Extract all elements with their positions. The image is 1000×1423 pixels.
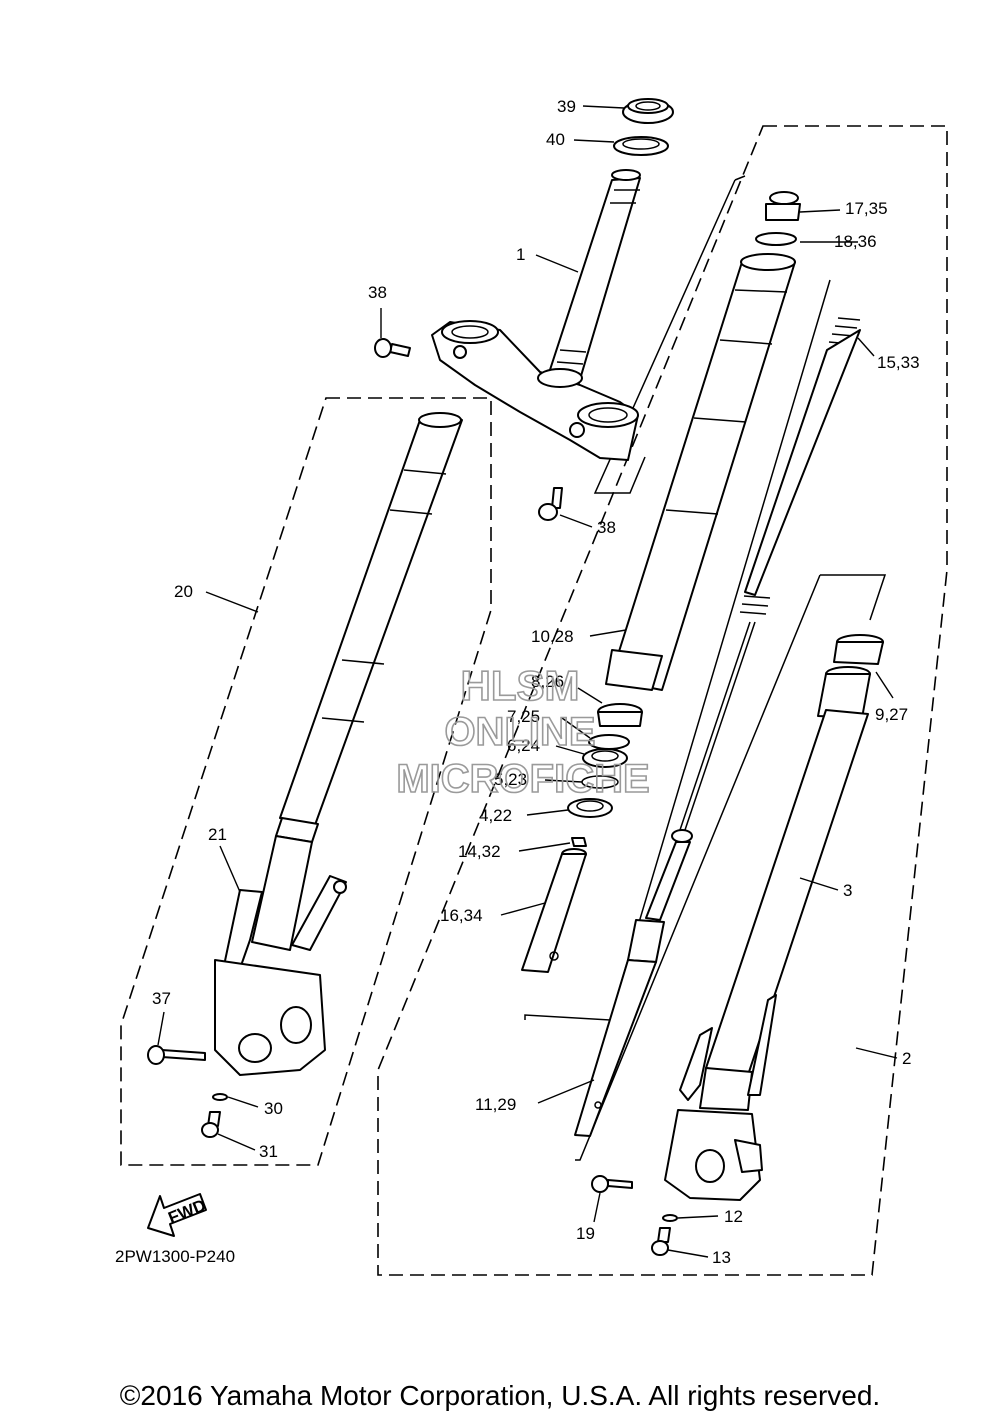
label-20: 20 (174, 582, 193, 601)
label-15-33: 15,33 (877, 353, 920, 372)
bolt-13 (651, 1227, 671, 1256)
dust-seal-4-22 (567, 798, 613, 818)
under-bracket (431, 320, 639, 461)
spring-15-33 (739, 317, 861, 615)
group-outline-right-fork (377, 125, 948, 1276)
oil-seal-6-24 (582, 748, 628, 768)
label-16-34: 16,34 (440, 906, 483, 925)
o-ring-18-36 (755, 232, 797, 246)
fwd-label: FWD (166, 1196, 209, 1228)
label-21: 21 (208, 825, 227, 844)
inner-tube-10-28 (605, 253, 796, 691)
label-40: 40 (546, 130, 565, 149)
nut-14-32 (571, 837, 587, 847)
group-outline-left-fork (120, 397, 492, 1166)
label-18-36: 18,36 (834, 232, 877, 251)
bolt-38-top (374, 338, 411, 358)
inner-tube-outline (593, 175, 746, 494)
label-3: 3 (843, 881, 852, 900)
label-5-23: 5,23 (494, 770, 527, 789)
cap-bolt-17-35 (765, 191, 801, 221)
label-19: 19 (576, 1224, 595, 1243)
label-17-35: 17,35 (845, 199, 888, 218)
copyright-notice: ©2016 Yamaha Motor Corporation, U.S.A. A… (119, 1380, 881, 1411)
outer-tube-group-outline (575, 574, 887, 1161)
leader-lines (157, 105, 898, 1258)
washer-30 (212, 1093, 228, 1101)
label-31: 31 (259, 1142, 278, 1161)
label-38-top: 38 (368, 283, 387, 302)
label-8-26: 8,26 (531, 672, 564, 691)
bearing-39 (622, 98, 674, 124)
watermark-line-2: ONLINE (444, 710, 595, 754)
label-11-29: 11,29 (475, 1095, 516, 1114)
label-7-25: 7,25 (507, 707, 540, 726)
outer-tube-3 (664, 709, 869, 1201)
fwd-arrow-icon: FWD (147, 1193, 209, 1237)
label-6-24: 6,24 (507, 736, 540, 755)
label-38-lower: 38 (597, 518, 616, 537)
diagram-code: 2PW1300-P240 (115, 1247, 235, 1266)
label-2: 2 (902, 1049, 911, 1068)
bolt-38-lower (538, 487, 563, 521)
label-14-32: 14,32 (458, 842, 501, 861)
bushing-9-27 (817, 634, 884, 719)
left-fork-assembly-20 (214, 412, 463, 1076)
bolt-31 (201, 1111, 221, 1138)
washer-12 (662, 1214, 678, 1222)
bolt-19 (591, 1175, 633, 1193)
label-9-27: 9,27 (875, 705, 908, 724)
seal-40 (613, 136, 669, 156)
label-10-28: 10,28 (531, 627, 574, 646)
steering-stem-1 (545, 169, 641, 387)
label-30: 30 (264, 1099, 283, 1118)
bolt-37 (147, 1045, 206, 1065)
watermark-line-1: HLSM (461, 662, 580, 709)
damper-group-outline (524, 279, 831, 1021)
seal-8-26 (597, 703, 643, 727)
label-13: 13 (712, 1248, 731, 1267)
damper-rod-11-29 (574, 621, 756, 1137)
cylinder-16-34 (521, 848, 587, 973)
label-39: 39 (557, 97, 576, 116)
label-37: 37 (152, 989, 171, 1008)
label-1: 1 (516, 245, 525, 264)
watermark-line-3: MICROFICHE (396, 757, 649, 801)
watermark: HLSM ONLINE MICROFICHE (396, 661, 651, 802)
label-4-22: 4,22 (479, 806, 512, 825)
label-12: 12 (724, 1207, 743, 1226)
